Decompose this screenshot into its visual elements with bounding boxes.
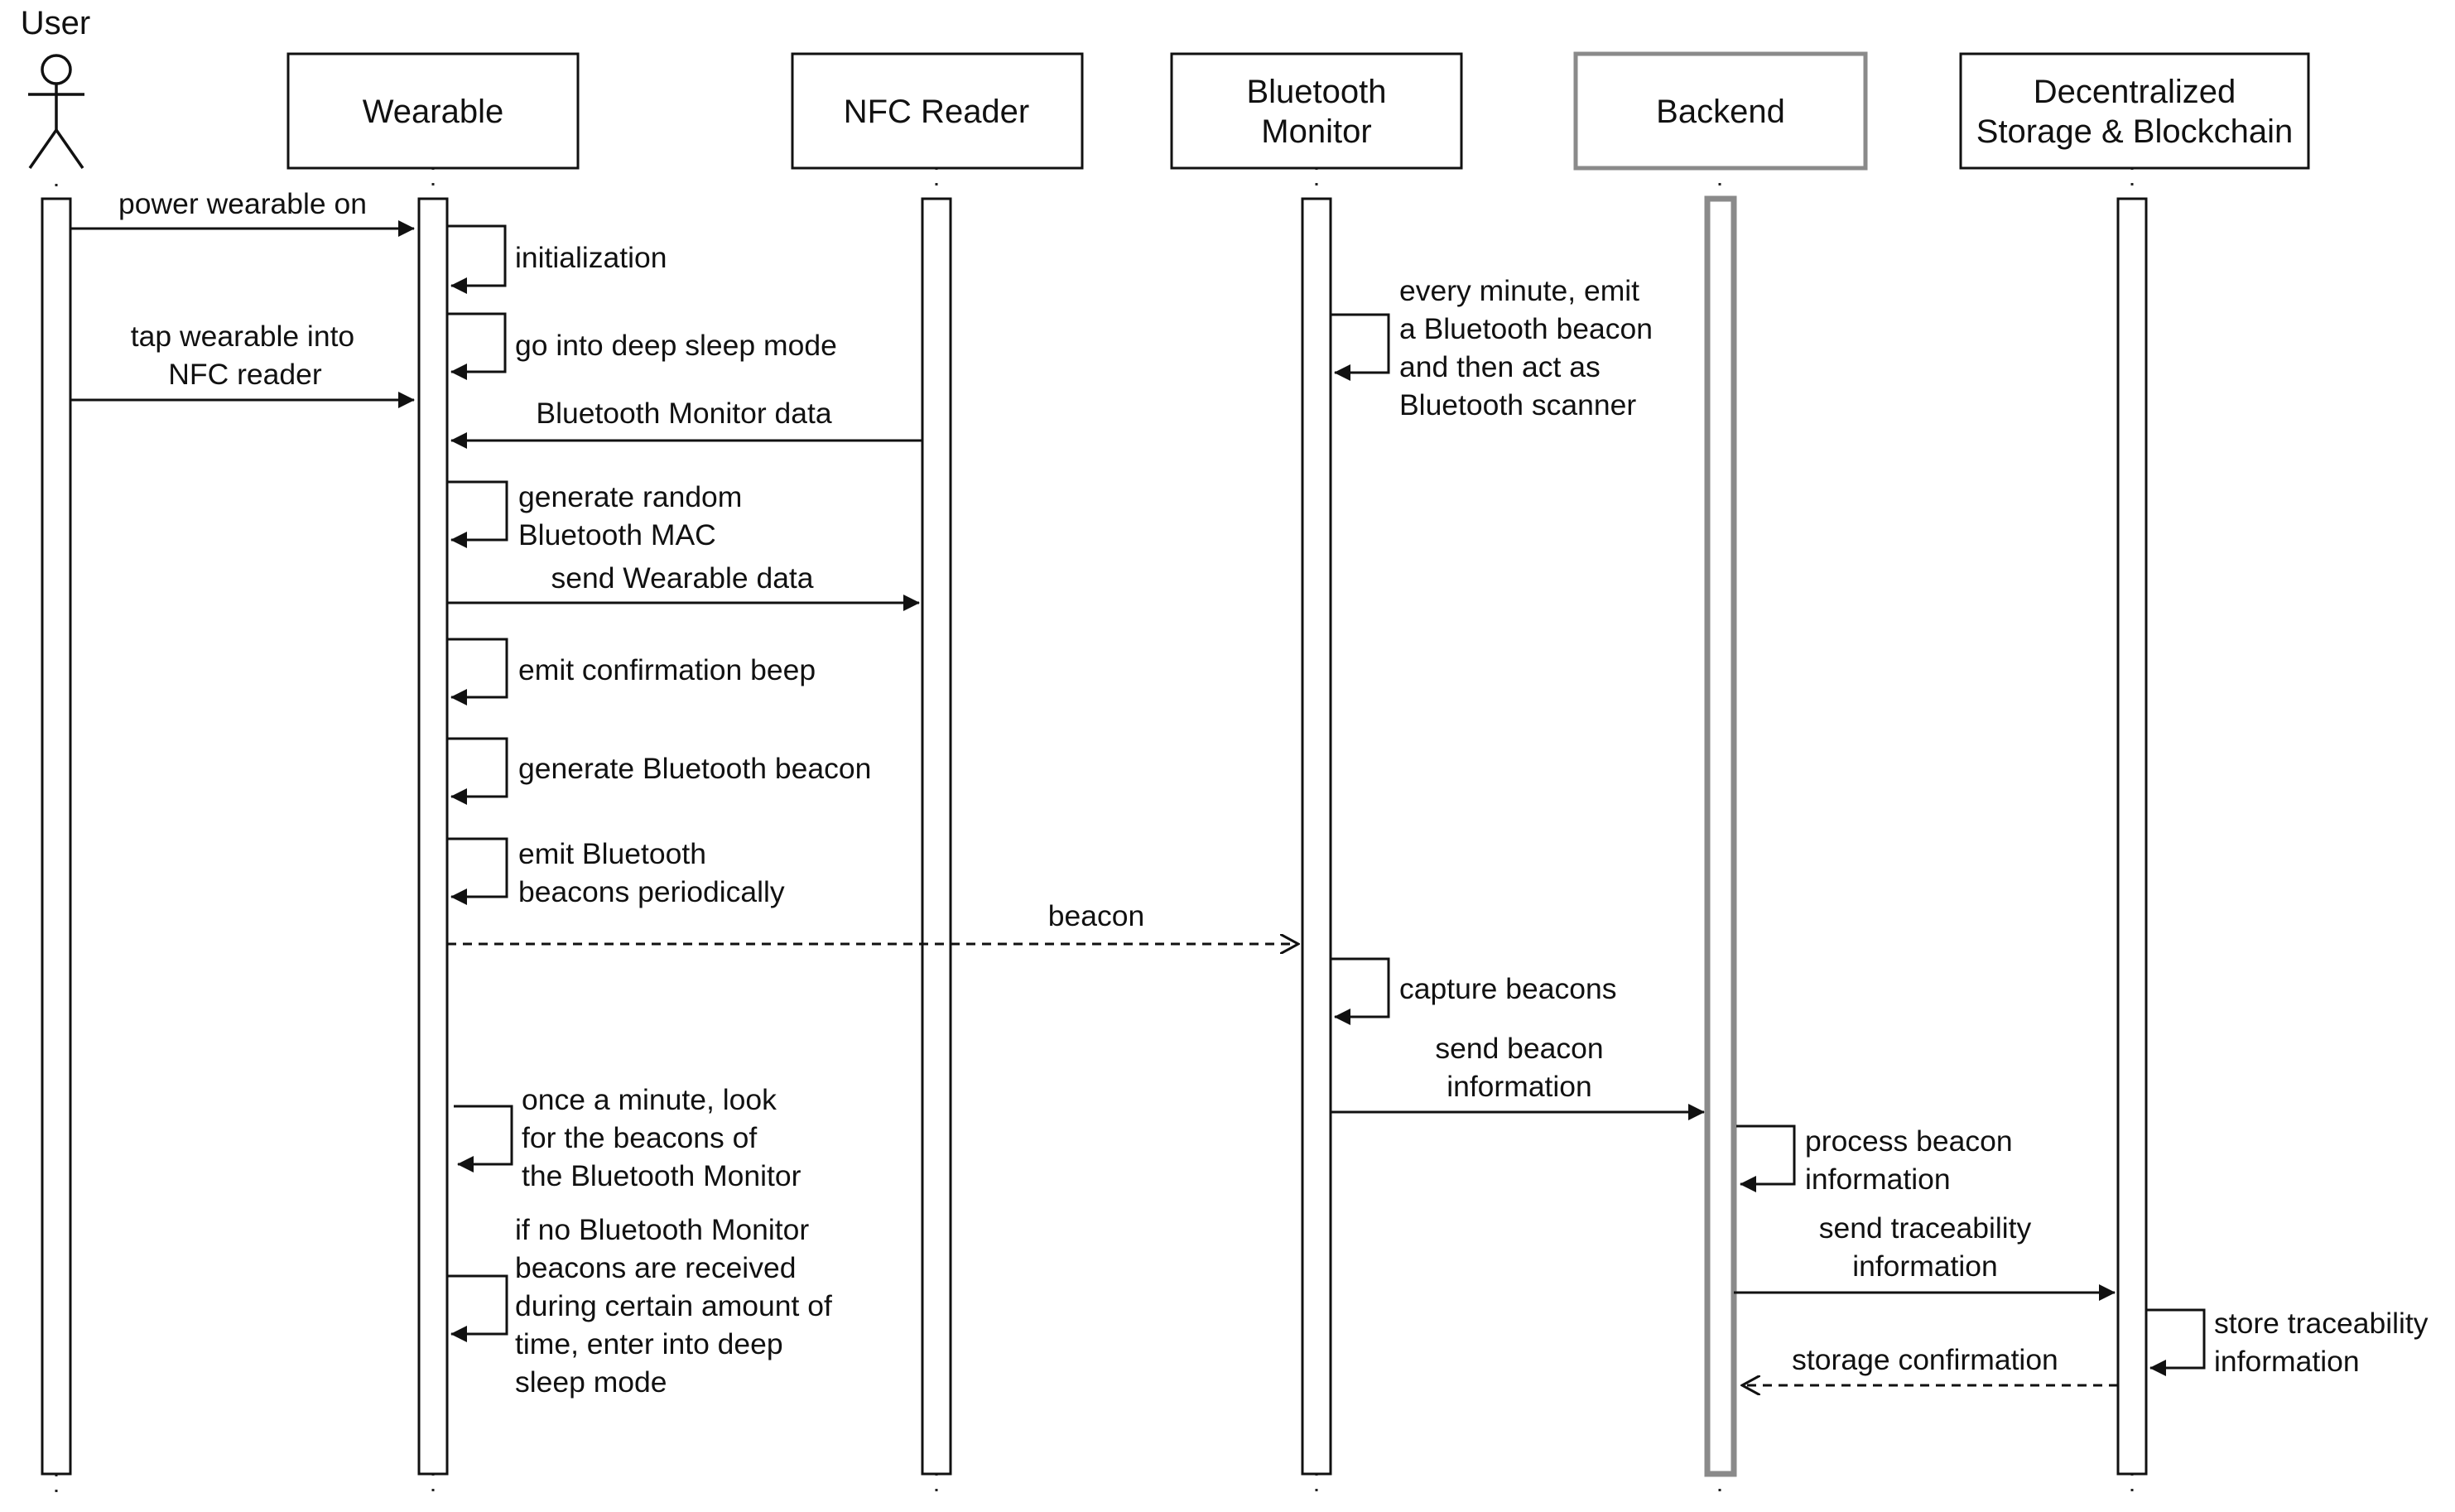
message-label: tap wearable into	[131, 320, 354, 353]
message-label: information	[1447, 1070, 1592, 1103]
self-message-deep-sleep: go into deep sleep mode	[447, 312, 837, 380]
message-label: information	[2214, 1345, 2360, 1378]
message-label: every minute, emit	[1399, 274, 1639, 307]
message-power-wearable-on: power wearable on	[70, 187, 415, 237]
message-storage-confirmation: storage confirmation	[1742, 1343, 2118, 1385]
message-label: during certain amount of	[515, 1289, 832, 1322]
self-message-confirmation-beep: emit confirmation beep	[447, 638, 816, 705]
participant-bluetooth-monitor-label-2: Monitor	[1261, 113, 1371, 150]
participant-wearable-label: Wearable	[363, 94, 503, 130]
messages: power wearable on initialization tap wea…	[70, 187, 2429, 1399]
message-label: initialization	[515, 241, 667, 274]
message-label: generate Bluetooth beacon	[518, 752, 871, 785]
message-label: go into deep sleep mode	[515, 329, 837, 362]
self-message-store-traceability: store traceability information	[2146, 1307, 2429, 1378]
self-message-monitor-emit: every minute, emit a Bluetooth beacon an…	[1331, 274, 1653, 421]
message-label: store traceability	[2214, 1307, 2429, 1340]
message-label: beacons are received	[515, 1251, 796, 1284]
participant-bluetooth-monitor: Bluetooth Monitor	[1170, 52, 1463, 170]
message-label: once a minute, look	[522, 1083, 777, 1116]
message-label: beacon	[1048, 899, 1144, 932]
message-label: a Bluetooth beacon	[1399, 312, 1653, 345]
lifelines	[55, 167, 2134, 1497]
message-label: if no Bluetooth Monitor	[515, 1213, 809, 1246]
message-label: information	[1805, 1163, 1951, 1196]
self-message-generate-beacon: generate Bluetooth beacon	[447, 737, 871, 805]
participant-storage-blockchain: Decentralized Storage & Blockchain	[1959, 52, 2310, 170]
activation-bar-user	[41, 197, 72, 1476]
message-label: send Wearable data	[551, 561, 813, 595]
activation-bar-backend	[1704, 195, 1737, 1477]
message-label: emit Bluetooth	[518, 837, 706, 870]
message-send-beacon-information: send beacon information	[1331, 1032, 1705, 1120]
participant-wearable: Wearable	[286, 52, 580, 170]
message-label: send beacon	[1435, 1032, 1603, 1065]
participant-backend-label: Backend	[1656, 94, 1785, 130]
message-label: process beacon	[1805, 1124, 2013, 1158]
self-message-look-for-beacons: once a minute, look for the beacons of t…	[454, 1083, 801, 1192]
message-label: the Bluetooth Monitor	[522, 1159, 801, 1192]
message-label: emit confirmation beep	[518, 653, 816, 686]
message-label: send traceability	[1819, 1211, 2032, 1245]
message-send-wearable-data: send Wearable data	[447, 561, 920, 611]
activation-bar-nfc	[921, 197, 952, 1476]
actor-label: User	[21, 5, 90, 41]
activation-bars	[41, 195, 2148, 1477]
message-label: information	[1852, 1250, 1998, 1283]
message-label: capture beacons	[1399, 972, 1617, 1005]
activation-bar-monitor	[1301, 197, 1332, 1476]
self-message-initialization: initialization	[447, 224, 667, 294]
participant-storage-label-2: Storage & Blockchain	[1976, 113, 2293, 150]
message-label: storage confirmation	[1792, 1343, 2058, 1376]
self-message-process-beacon-info: process beacon information	[1736, 1124, 2013, 1196]
message-label: NFC reader	[168, 358, 322, 391]
message-label: sleep mode	[515, 1365, 667, 1399]
self-message-random-mac: generate random Bluetooth MAC	[447, 480, 742, 551]
message-label: Bluetooth Monitor data	[536, 397, 831, 430]
message-label: for the beacons of	[522, 1121, 757, 1154]
message-send-traceability: send traceability information	[1734, 1211, 2116, 1301]
message-label: Bluetooth scanner	[1399, 388, 1636, 421]
message-label: Bluetooth MAC	[518, 518, 716, 551]
message-label: beacons periodically	[518, 875, 785, 908]
stick-figure-icon	[28, 54, 84, 169]
message-label: and then act as	[1399, 350, 1601, 383]
self-message-emit-beacons: emit Bluetooth beacons periodically	[447, 837, 785, 908]
participant-bluetooth-monitor-label-1: Bluetooth	[1246, 74, 1386, 110]
message-label: power wearable on	[118, 187, 367, 220]
participant-backend: Backend	[1573, 51, 1868, 171]
message-label: generate random	[518, 480, 742, 513]
message-tap-wearable-nfc: tap wearable into NFC reader	[70, 320, 415, 408]
message-bluetooth-monitor-data: Bluetooth Monitor data	[450, 397, 922, 449]
activation-bar-wearable	[417, 197, 449, 1476]
message-label: time, enter into deep	[515, 1327, 783, 1360]
participant-nfc-reader-label: NFC Reader	[844, 94, 1030, 130]
activation-bar-storage	[2116, 197, 2148, 1476]
self-message-no-beacons-sleep: if no Bluetooth Monitor beacons are rece…	[447, 1213, 832, 1399]
participant-storage-label-1: Decentralized	[2034, 74, 2236, 110]
message-beacon: beacon	[447, 899, 1298, 944]
self-message-capture-beacons: capture beacons	[1331, 957, 1617, 1025]
participant-nfc-reader: NFC Reader	[791, 52, 1084, 170]
